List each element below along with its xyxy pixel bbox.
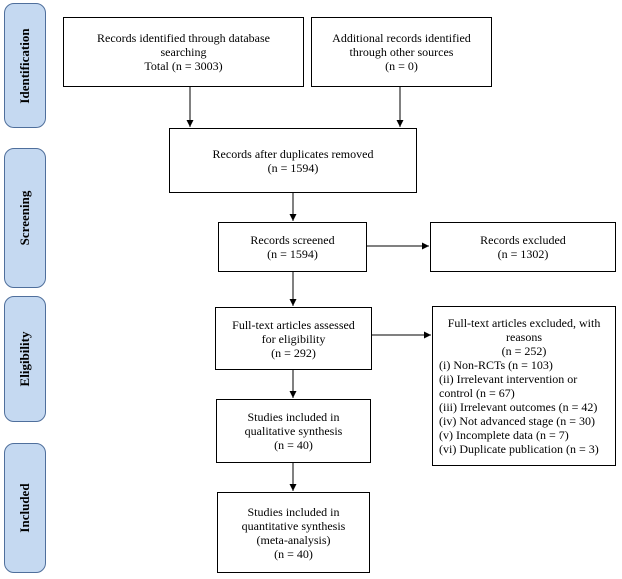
- exclusion-reason-1: (i) Non-RCTs (n = 103): [439, 358, 553, 372]
- box-screened-line-1: Records screened: [250, 233, 335, 247]
- box-fulltext-line-2: for eligibility: [261, 331, 326, 346]
- box-qual-line-2: qualitative synthesis: [244, 424, 343, 438]
- box-database-line-1: Records identified through database: [97, 31, 270, 45]
- box-quant-line-4: (n = 40): [274, 546, 313, 561]
- exclusion-reason-5: (v) Incomplete data (n = 7): [439, 428, 569, 442]
- box-other-sources: Additional records identified through ot…: [311, 17, 492, 87]
- box-other-line-1: Additional records identified: [332, 31, 471, 45]
- box-other-line-2: through other sources: [349, 45, 454, 59]
- box-other-line-3: (n = 0): [385, 59, 418, 73]
- box-screened-line-2: (n = 1594): [267, 247, 318, 261]
- exclusion-reason-3: (iii) Irrelevant outcomes (n = 42): [439, 400, 598, 414]
- box-database-line-2: searching: [160, 45, 207, 59]
- exclusion-reason-6: (vi) Duplicate publication (n = 3): [439, 442, 599, 456]
- exclusion-reason-2-cont: control (n = 67): [439, 386, 515, 400]
- box-fulltext-assessed: Full-text articles assessed for eligibil…: [215, 307, 372, 370]
- box-quantitative-synthesis: Studies included in quantitative synthes…: [217, 492, 370, 573]
- stage-eligibility: Eligibility: [4, 296, 46, 422]
- box-database-records: Records identified through database sear…: [63, 17, 304, 87]
- box-dup-line-1: Records after duplicates removed: [212, 146, 374, 161]
- box-dup-line-2: (n = 1594): [267, 160, 319, 175]
- box-ftex-header-1: Full-text articles excluded, with: [447, 316, 601, 330]
- box-quant-line-3: (meta-analysis): [256, 532, 331, 547]
- box-excluded-line-2: (n = 1302): [497, 247, 549, 261]
- box-records-excluded: Records excluded (n = 1302): [430, 222, 616, 272]
- exclusion-reason-list: (i) Non-RCTs (n = 103) (ii) Irrelevant i…: [433, 358, 599, 456]
- box-fulltext-line-1: Full-text articles assessed: [232, 317, 355, 332]
- stage-identification: Identification: [4, 3, 46, 128]
- box-quant-line-2: quantitative synthesis: [241, 518, 346, 533]
- box-ftex-header-3: (n = 252): [501, 344, 547, 358]
- box-fulltext-excluded: Full-text articles excluded, with reason…: [432, 306, 616, 466]
- box-qual-line-1: Studies included in: [247, 410, 340, 424]
- box-records-screened: Records screened (n = 1594): [218, 222, 367, 272]
- box-fulltext-line-3: (n = 292): [271, 345, 316, 360]
- exclusion-reason-2: (ii) Irrelevant intervention or: [439, 372, 578, 386]
- box-qual-line-3: (n = 40): [274, 438, 313, 452]
- stage-included: Included: [4, 443, 46, 573]
- stage-screening: Screening: [4, 148, 46, 288]
- box-duplicates-removed: Records after duplicates removed (n = 15…: [169, 128, 417, 193]
- box-ftex-header-2: reasons: [506, 330, 542, 344]
- box-excluded-line-1: Records excluded: [480, 233, 566, 247]
- exclusion-reason-4: (iv) Not advanced stage (n = 30): [439, 414, 596, 428]
- box-database-line-3: Total (n = 3003): [144, 59, 223, 73]
- box-qualitative-synthesis: Studies included in qualitative synthesi…: [216, 399, 371, 463]
- box-quant-line-1: Studies included in: [247, 504, 340, 519]
